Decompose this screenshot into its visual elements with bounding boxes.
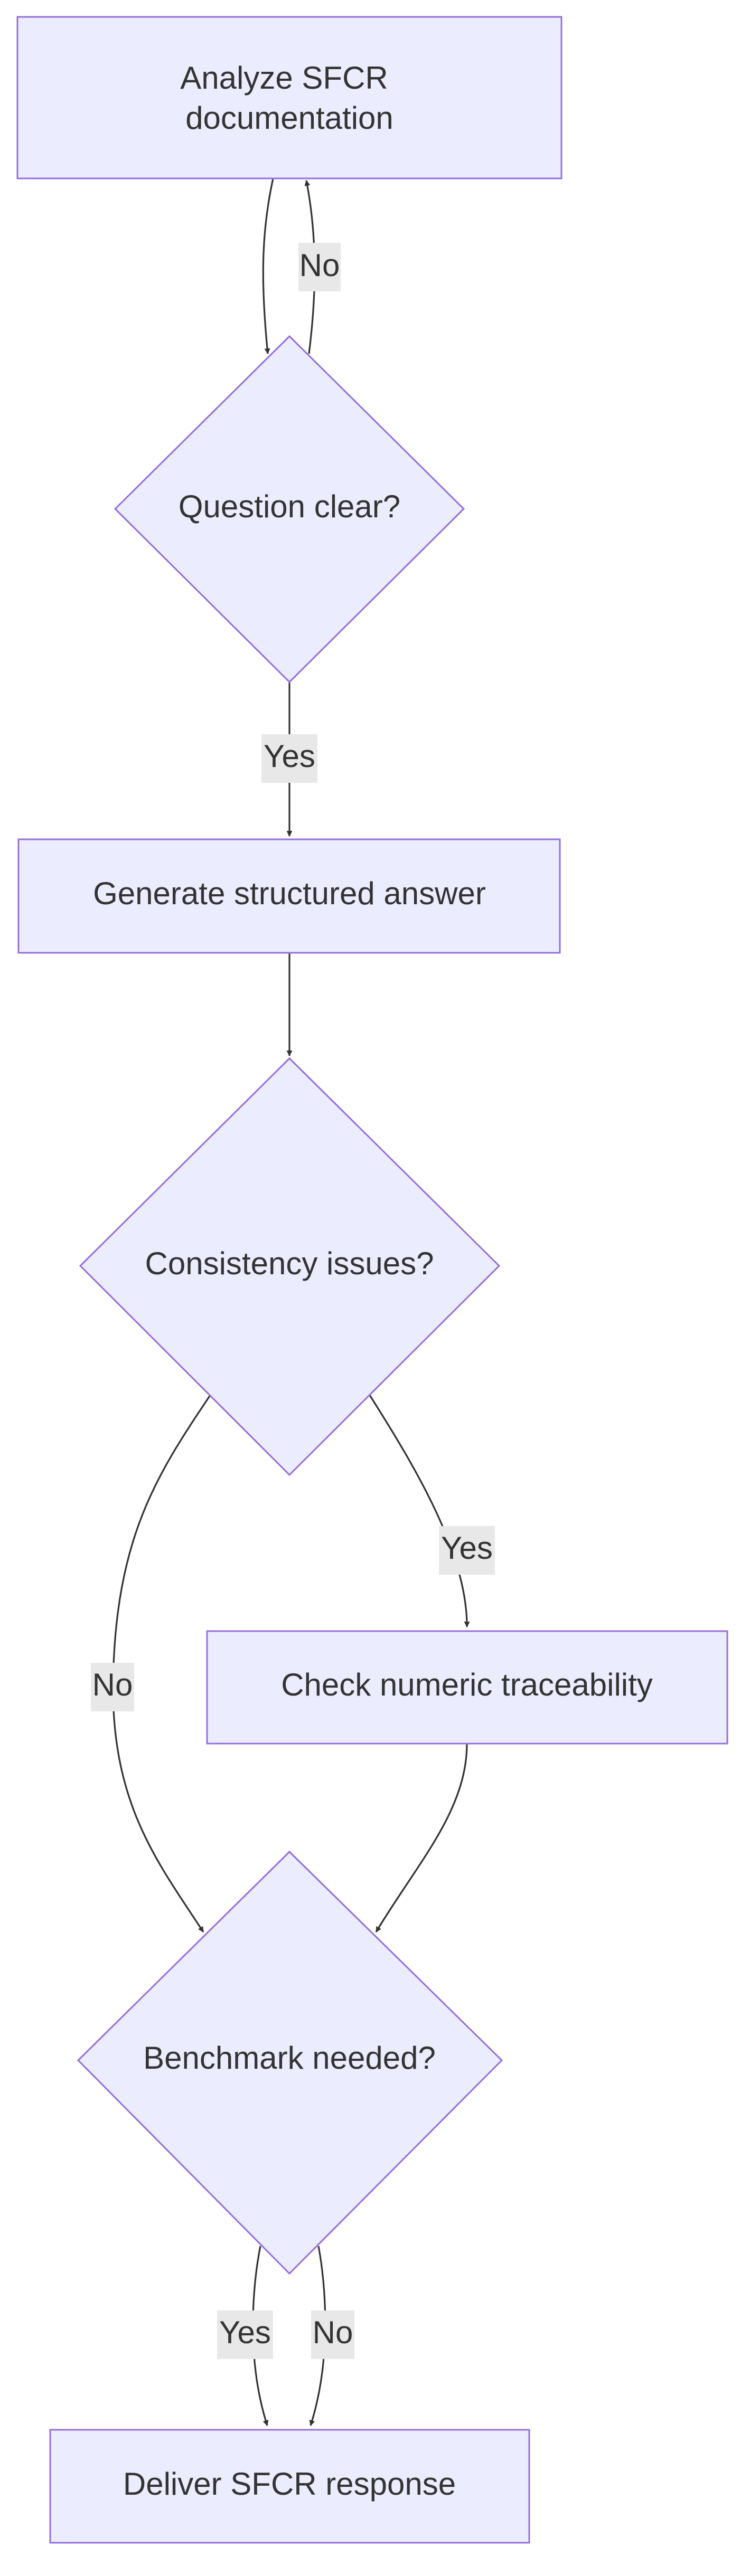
node-question-clear: Question clear? (114, 335, 465, 684)
node-analyze-line2: documentation (185, 100, 393, 136)
edge-label-benchmark-yes-text: Yes (219, 2315, 271, 2350)
edge-label-consistency-yes: Yes (439, 1526, 495, 1575)
node-generate-label: Generate structured answer (93, 876, 486, 911)
edge-consistency-yes (369, 1395, 470, 1628)
node-consistency-label: Consistency issues? (145, 1246, 434, 1281)
node-generate-structured-answer: Generate structured answer (17, 838, 561, 954)
edge-label-benchmark-no-text: No (313, 2315, 353, 2350)
node-benchmark-label: Benchmark needed? (143, 2040, 436, 2076)
edge-check-to-benchmark (375, 1743, 468, 1933)
node-check-numeric-traceability: Check numeric traceability (206, 1630, 728, 1745)
edge-label-benchmark-yes: Yes (217, 2310, 273, 2359)
node-benchmark-needed: Benchmark needed? (77, 1850, 503, 2275)
edge-label-consistency-no: No (91, 1663, 134, 1711)
nodes: Analyze SFCR documentation Question clea… (16, 16, 728, 2544)
node-analyze-line1: Analyze SFCR (180, 60, 388, 96)
node-question-clear-label: Question clear? (179, 489, 400, 524)
edge-label-benchmark-no: No (311, 2310, 354, 2359)
edge-labels: No Yes Yes No Yes No (91, 243, 495, 2359)
node-consistency-issues: Consistency issues? (79, 1057, 501, 1476)
edge-analyze-to-question (262, 178, 274, 355)
edge-label-consistency-yes-text: Yes (441, 1530, 493, 1566)
node-deliver-label: Deliver SFCR response (123, 2466, 456, 2502)
node-check-numeric-label: Check numeric traceability (281, 1667, 653, 1702)
edge-label-question-yes: Yes (261, 734, 317, 783)
node-analyze-sfcr-documentation: Analyze SFCR documentation (16, 16, 562, 179)
edge-label-question-no: No (298, 243, 341, 291)
edge-label-consistency-no-text: No (92, 1667, 133, 1702)
edge-label-question-yes-text: Yes (264, 738, 315, 774)
edge-label-question-no-text: No (299, 248, 340, 283)
node-deliver-sfcr-response: Deliver SFCR response (49, 2429, 530, 2544)
